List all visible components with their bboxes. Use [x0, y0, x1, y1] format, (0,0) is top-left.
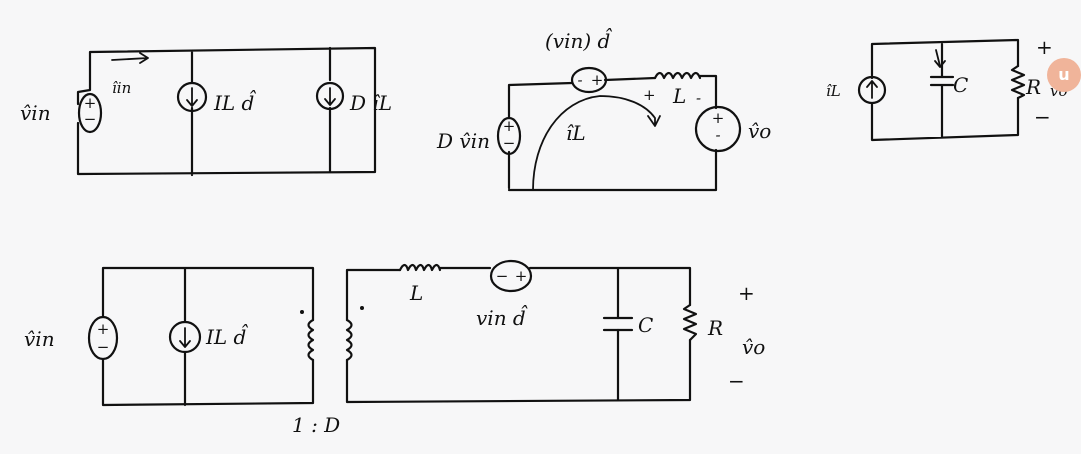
voltage-source-vin-4: + −: [87, 315, 119, 361]
label-d-vin: D v̂in: [436, 129, 490, 153]
source-plus: +: [84, 94, 97, 112]
inductor-l-4: [398, 263, 442, 272]
label-vin-d: (vin) d̂: [545, 27, 613, 53]
label-il-3: îL: [826, 82, 841, 100]
label-c-4: C: [638, 313, 653, 337]
resistor-r-4: [682, 303, 698, 342]
current-source-il-3: [857, 75, 887, 105]
svg-text:+: +: [1036, 35, 1053, 59]
loop-current-arrow: [532, 95, 661, 191]
svg-text:-: -: [577, 71, 582, 89]
label-c-3: C: [953, 73, 968, 97]
svg-text:-: -: [696, 89, 701, 107]
current-source-d-il: [315, 81, 345, 111]
svg-text:-: -: [715, 126, 720, 144]
svg-text:+: +: [97, 320, 110, 338]
svg-text:−: −: [496, 267, 509, 285]
voltage-source-vin-d: - +: [570, 66, 608, 94]
capacitor-c-4: [602, 316, 634, 332]
current-source-il-d-4: [168, 320, 202, 354]
voltage-source-vin: + −: [77, 92, 103, 134]
resistor-r-3: [1010, 64, 1026, 100]
label-r-4: R: [707, 316, 723, 340]
svg-text:+: +: [712, 109, 725, 127]
output-voltage-vo: + -: [694, 105, 742, 153]
label-vo-4: v̂o: [742, 335, 765, 359]
svg-text:−: −: [1034, 105, 1051, 129]
svg-text:+: +: [503, 117, 516, 135]
svg-text:−: −: [97, 338, 110, 356]
label-vin-4: v̂in: [24, 327, 55, 351]
circuit-1: + − v̂in îin IL d̂ D îL: [20, 46, 392, 177]
circuit-2: - + + − + - (vin) d̂ + L - D v̂in îL v̂o: [436, 27, 771, 192]
label-il-d: IL d̂: [213, 89, 257, 115]
label-vin-d-4: vin d̂: [476, 304, 528, 330]
transformer: [300, 306, 364, 362]
svg-text:−: −: [503, 134, 516, 152]
label-iin: îin: [112, 79, 131, 97]
svg-text:+: +: [591, 71, 604, 89]
source-minus: −: [84, 110, 97, 128]
label-il-d-4: IL d̂: [205, 323, 249, 349]
capacitor-c-3: [929, 49, 955, 87]
current-source-il-d: [176, 81, 208, 113]
label-l-top: L: [672, 84, 686, 108]
circuit-4-secondary-wires: [345, 266, 692, 404]
label-vo-2: v̂o: [748, 119, 771, 143]
circuit-4: + − − + v̂in IL d̂ L vin d: [24, 259, 765, 437]
circuit-3-wires: [870, 38, 1020, 142]
label-r-3: R: [1025, 75, 1041, 99]
inductor-l-top: [653, 71, 702, 80]
voltage-source-vin-d-4: − +: [489, 259, 533, 293]
circuit-4-primary-wires: [101, 266, 315, 407]
circuit-3: îL C R + − v̂o: [826, 35, 1068, 142]
voltage-source-d-vin: + −: [496, 116, 522, 156]
label-il-loop: îL: [566, 121, 586, 145]
circuit-1-wires: [76, 46, 377, 177]
svg-text:+: +: [643, 86, 656, 104]
svg-text:−: −: [728, 369, 745, 393]
app-badge-icon[interactable]: u: [1047, 58, 1081, 92]
svg-text:+: +: [515, 267, 528, 285]
circuit-2-wires: [507, 74, 718, 192]
svg-text:+: +: [738, 281, 755, 305]
label-turns-ratio: 1 : D: [292, 413, 340, 437]
current-arrow-iin: [111, 52, 149, 64]
label-d-il: D îL: [349, 91, 392, 115]
label-l-4: L: [409, 281, 423, 305]
label-vin: v̂in: [20, 101, 51, 125]
